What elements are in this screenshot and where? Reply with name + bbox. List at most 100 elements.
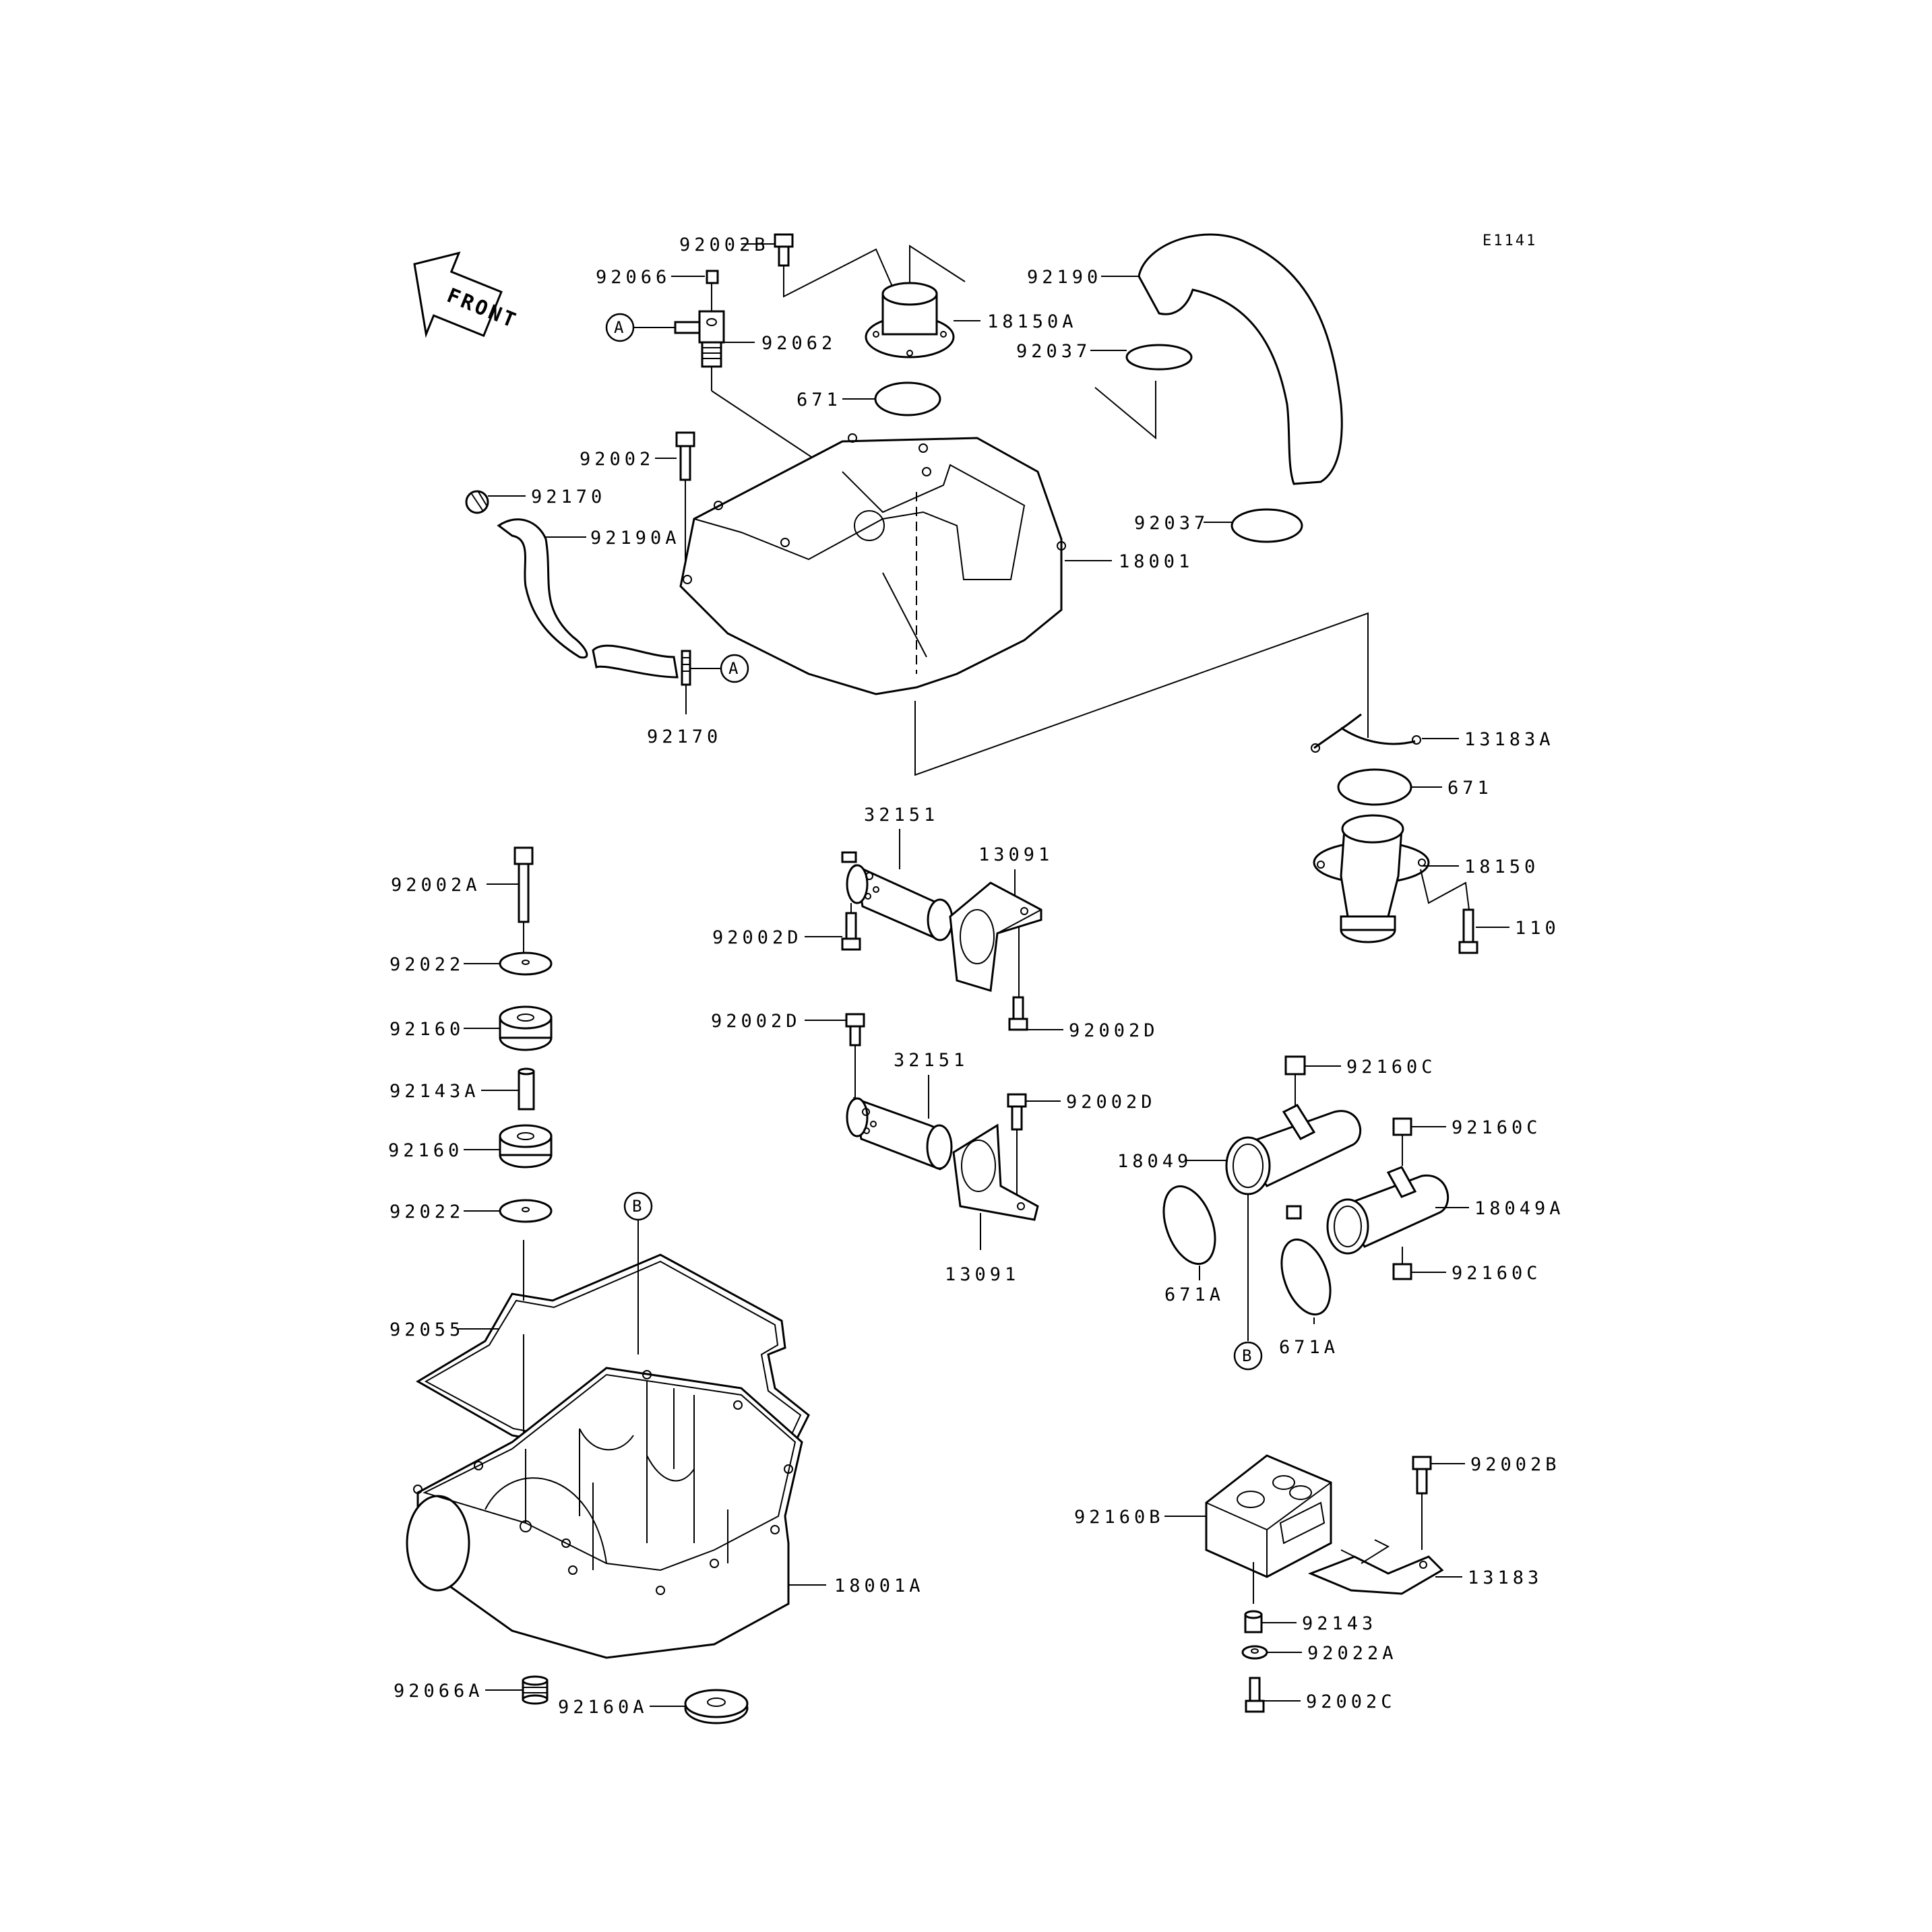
label-92055: 92055 (389, 1319, 464, 1340)
label-18001A: 18001A (834, 1576, 925, 1596)
label-92066A: 92066A (394, 1681, 484, 1702)
bolt-92002D-2 (1008, 996, 1028, 1031)
label-92002D-4: 92002D (1066, 1092, 1156, 1113)
collar-92143 (1244, 1610, 1263, 1633)
bolt-110 (1458, 908, 1478, 954)
clip-92170-bottom (681, 650, 691, 686)
cap-92160C-1 (1284, 1055, 1306, 1076)
label-92160-bot: 92160 (388, 1140, 463, 1161)
collar-92143A (518, 1067, 535, 1111)
cap-92160C-2 (1392, 1117, 1412, 1136)
label-92160B: 92160B (1074, 1507, 1164, 1528)
label-92170-top: 92170 (531, 487, 606, 507)
bolt-92002B-top (774, 233, 794, 267)
label-92190A: 92190A (590, 528, 681, 549)
label-13091-top: 13091 (978, 844, 1053, 865)
label-92002D-1: 92002D (712, 927, 803, 948)
label-92160C-1: 92160C (1346, 1057, 1437, 1078)
bracket-13183A (1313, 713, 1416, 749)
label-13183: 13183 (1468, 1567, 1543, 1588)
label-92022-top: 92022 (389, 954, 464, 975)
label-92002-top: 92002 (580, 449, 654, 470)
duct-92190 (1138, 233, 1343, 485)
svg-text:A: A (728, 659, 739, 678)
flange-18150A (865, 282, 955, 359)
label-92143A: 92143A (389, 1081, 480, 1102)
label-92022A: 92022A (1307, 1643, 1398, 1664)
duct-flange-18150 (1313, 814, 1430, 943)
inlet-tube-18049 (1225, 1104, 1362, 1220)
o-ring-671-top (874, 381, 941, 416)
label-671-top: 671 (797, 389, 842, 410)
clamp-92037-mid (1230, 508, 1303, 543)
svg-text:B: B (632, 1197, 642, 1216)
label-671-right: 671 (1447, 778, 1493, 799)
label-32151-bot: 32151 (894, 1050, 968, 1071)
label-18150A: 18150A (987, 311, 1078, 332)
o-ring-671-right (1337, 768, 1412, 806)
cap-92160C-3 (1392, 1263, 1412, 1280)
hose-92190A (497, 518, 588, 659)
clamp-92037-top (1125, 344, 1193, 371)
ref-A-bottom (720, 654, 749, 683)
label-92066: 92066 (596, 267, 671, 288)
label-92062: 92062 (761, 333, 836, 354)
bracket-13091-bottom (952, 1123, 1039, 1221)
bolt-92002C (1245, 1677, 1265, 1713)
o-ring-671A-1 (1162, 1185, 1216, 1266)
label-92190: 92190 (1027, 267, 1102, 288)
label-92022-bot: 92022 (389, 1202, 464, 1222)
label-92037-top: 92037 (1016, 341, 1091, 362)
label-92160-top: 92160 (389, 1019, 464, 1040)
label-18049: 18049 (1117, 1151, 1192, 1172)
clip-92170-top (465, 490, 489, 514)
label-18150: 18150 (1464, 856, 1539, 877)
bolt-92002D-3 (845, 1013, 865, 1047)
svg-text:B: B (1242, 1346, 1251, 1365)
label-92002A: 92002A (391, 875, 481, 896)
label-32151-top: 32151 (864, 805, 939, 825)
label-92002B-bot: 92002B (1470, 1454, 1561, 1475)
cap-92066 (706, 270, 719, 284)
label-110: 110 (1515, 918, 1560, 939)
bolt-92002D-1 (841, 912, 861, 951)
bolt-92002B-bottom (1412, 1456, 1432, 1495)
canister-32151-top (841, 851, 954, 941)
label-671A-1: 671A (1164, 1284, 1224, 1305)
label-13091-bot: 13091 (945, 1264, 1020, 1285)
grommet-92160A (684, 1689, 749, 1724)
fitting-92062 (674, 310, 725, 368)
o-ring-671A-2 (1280, 1238, 1332, 1316)
label-13183A: 13183A (1464, 729, 1555, 750)
bracket-13091-top (949, 881, 1042, 992)
label-92160C-3: 92160C (1452, 1263, 1542, 1284)
label-92002D-3: 92002D (711, 1011, 801, 1032)
label-92143: 92143 (1302, 1613, 1377, 1634)
ref-B-right (1233, 1341, 1263, 1371)
canister-32151-bottom (846, 1096, 953, 1171)
label-92170-bot: 92170 (647, 726, 722, 747)
diagram-id: E1141 (1483, 232, 1537, 249)
label-92160A: 92160A (558, 1697, 648, 1718)
front-arrow-icon: FRONT (413, 251, 521, 338)
svg-text:A: A (614, 318, 624, 337)
holder-92160B (1205, 1454, 1332, 1578)
label-92002C: 92002C (1306, 1691, 1396, 1712)
bolt-92002D-4 (1007, 1093, 1027, 1131)
grommet-92160-top (499, 1005, 553, 1051)
label-18049A: 18049A (1474, 1198, 1565, 1219)
label-92160C-2: 92160C (1452, 1117, 1542, 1138)
label-92037-mid: 92037 (1134, 513, 1209, 534)
grommet-92160-bottom (499, 1124, 553, 1168)
inlet-tube-18049A (1326, 1166, 1450, 1255)
lower-air-cleaner-housing-18001A (406, 1367, 803, 1659)
bolt-92002 (675, 431, 695, 481)
bracket-13183 (1307, 1539, 1444, 1595)
upper-air-cleaner-housing-18001 (679, 437, 1063, 695)
label-18001: 18001 (1119, 551, 1193, 572)
cap-92066A (522, 1675, 549, 1705)
label-92002D-2: 92002D (1069, 1020, 1159, 1041)
label-671A-2: 671A (1279, 1337, 1339, 1358)
label-92002B-top: 92002B (679, 235, 770, 255)
